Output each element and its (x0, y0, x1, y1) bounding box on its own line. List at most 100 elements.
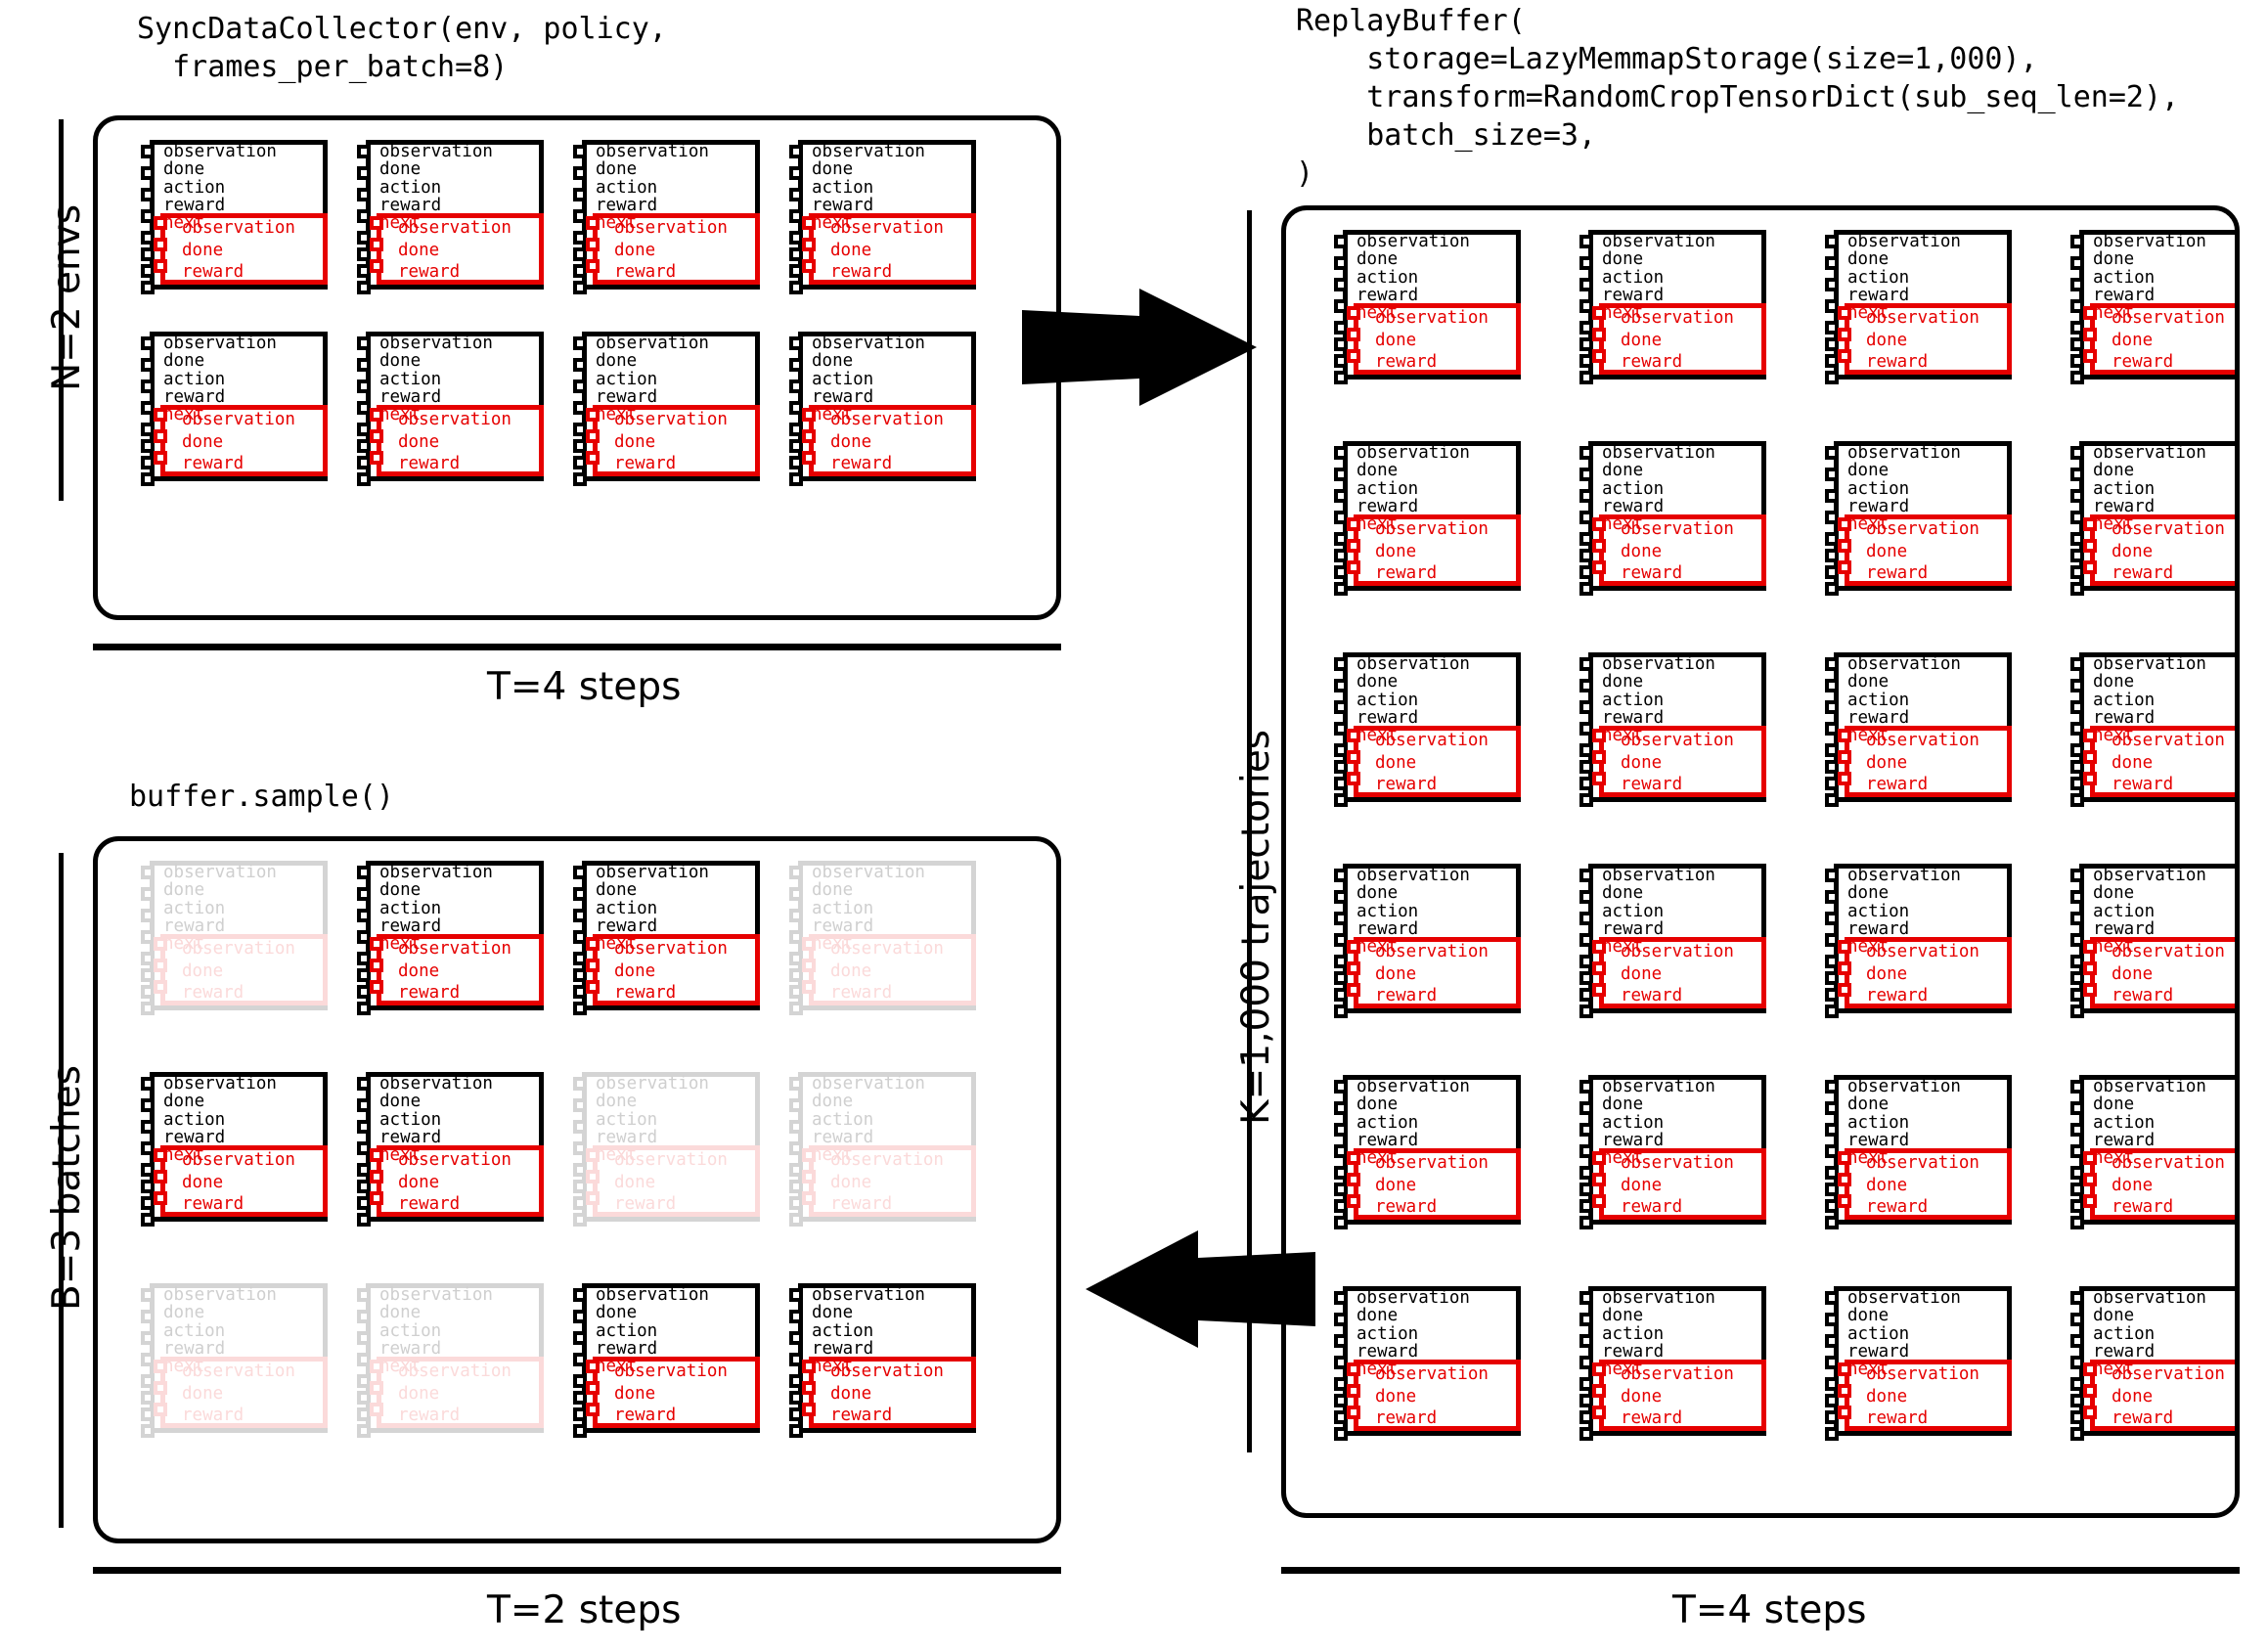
tensordict-key: observation (1356, 443, 1470, 463)
nested-key-marker (2083, 328, 2097, 341)
nested-key: observation (1866, 308, 1979, 328)
nested-key-marker (1838, 1173, 1851, 1186)
nested-key: reward (614, 262, 677, 282)
key-marker (789, 1374, 803, 1388)
key-marker (2070, 912, 2084, 925)
key-marker (357, 968, 371, 982)
tensordict-key: action (2093, 478, 2156, 499)
key-marker (141, 281, 155, 294)
key-marker (1334, 278, 1348, 291)
nested-key: reward (1866, 1408, 1929, 1428)
nested-key-marker (802, 408, 816, 422)
nested-key: done (1866, 963, 1908, 984)
nested-key-marker (1838, 1406, 1851, 1419)
tensordict-key: reward (1847, 1130, 1910, 1150)
nested-key: observation (830, 1362, 944, 1381)
tensordict-key: done (812, 1092, 854, 1112)
key-marker (357, 909, 371, 922)
key-marker (789, 887, 803, 901)
tensordict-key-next: next (1847, 1360, 1890, 1380)
key-marker (1579, 933, 1593, 947)
key-marker (141, 1213, 155, 1227)
nested-key: reward (830, 1194, 893, 1214)
nested-key: done (2112, 1386, 2154, 1406)
tensordict-key-next: next (163, 1357, 205, 1377)
nested-key-marker (1592, 983, 1606, 997)
tensordict-key: action (812, 1320, 874, 1341)
nested-key: observation (398, 939, 511, 959)
nested-key: observation (398, 218, 511, 238)
key-marker (1825, 511, 1839, 524)
key-marker (357, 1196, 371, 1210)
key-marker (1334, 299, 1348, 313)
collector-cols-label: T=4 steps (487, 665, 682, 709)
key-marker (357, 1353, 371, 1366)
key-marker (1334, 1183, 1348, 1196)
tensordict-key: done (1356, 1094, 1399, 1115)
key-marker (1825, 869, 1839, 882)
tensordict-key: done (1847, 249, 1890, 270)
key-marker (789, 439, 803, 453)
nested-key: done (1621, 1386, 1663, 1406)
tensordict-key: reward (812, 1127, 874, 1147)
nested-key-marker (1838, 983, 1851, 997)
nested-key: reward (1375, 1408, 1438, 1428)
nested-key-marker (802, 1381, 816, 1395)
nested-key: reward (1375, 1197, 1438, 1217)
nested-key-marker (802, 980, 816, 994)
key-marker (141, 866, 155, 879)
